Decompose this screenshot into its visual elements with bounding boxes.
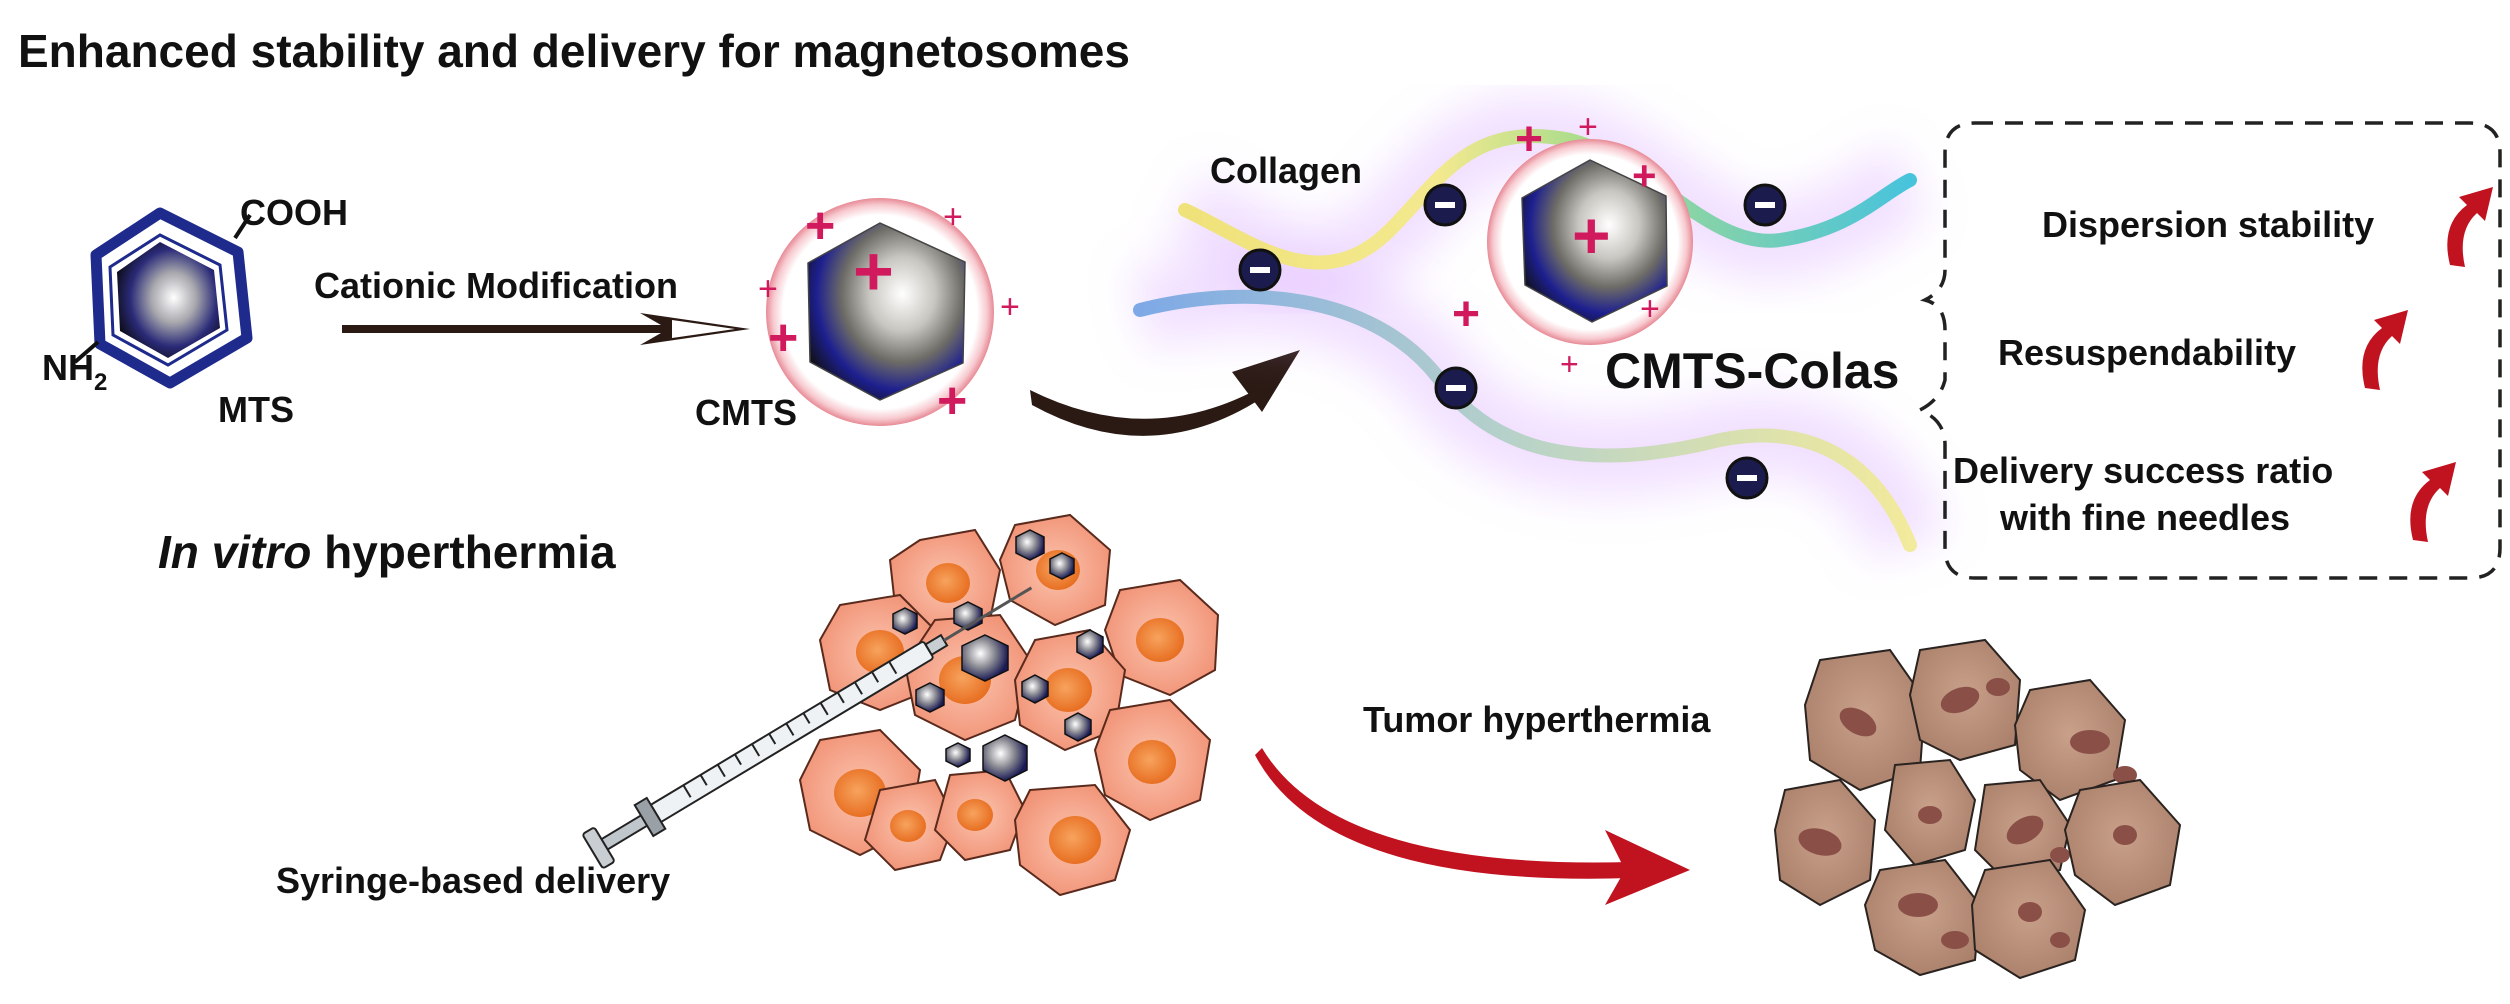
benefit-delivery-success-line2: with fine needles	[1999, 497, 2290, 538]
tumor-cell	[2013, 678, 2137, 802]
minus-badge	[1743, 183, 1787, 227]
benefit-dispersion-stability: Dispersion stability	[2042, 204, 2374, 245]
bead	[1049, 552, 1075, 580]
cmts-particle	[766, 198, 994, 426]
syringe-icon	[582, 586, 1033, 869]
plus-sign: +	[758, 270, 778, 308]
nh2-label: NH2	[42, 347, 107, 396]
collagen-label: Collagen	[1210, 150, 1362, 191]
cmts-to-colas-arrow	[1030, 350, 1300, 436]
minus-badge	[1725, 456, 1769, 500]
diagram-title: Enhanced stability and delivery for magn…	[18, 25, 1130, 77]
plus-sign: +	[1640, 290, 1660, 328]
tumor-cell	[1970, 858, 2087, 980]
bead	[1021, 674, 1049, 704]
tumor-cell	[1773, 778, 1877, 907]
cell	[1103, 578, 1220, 697]
bead	[1076, 629, 1104, 660]
cell-cluster	[798, 513, 1220, 897]
benefit-delivery-success-line1: Delivery success ratio	[1953, 450, 2333, 491]
bead	[892, 607, 918, 635]
magnetosome-beads	[892, 529, 1104, 782]
benefit-resuspendability: Resuspendability	[1998, 332, 2296, 373]
plus-sign: +	[768, 309, 798, 367]
up-arrow-icon	[2447, 187, 2493, 267]
cationic-modification-arrow	[342, 313, 750, 345]
plus-sign: +	[1515, 113, 1543, 166]
cell	[1013, 783, 1132, 897]
plus-sign: +	[943, 198, 963, 236]
tumor-cell	[1973, 778, 2072, 887]
plus-sign: +	[1452, 288, 1480, 341]
nh2-bond	[73, 340, 100, 364]
cationic-modification-label: Cationic Modification	[314, 265, 678, 306]
cmts-label: CMTS	[695, 392, 797, 433]
bead	[961, 634, 1009, 682]
colas-charges: + + + + + + +	[1452, 108, 1660, 382]
bead	[1064, 712, 1092, 742]
tumor-cell	[1863, 858, 1982, 977]
up-arrow-icons	[2362, 187, 2493, 542]
up-arrow-icon	[2410, 462, 2456, 542]
cell	[1093, 698, 1212, 822]
tumor-cell	[1803, 648, 1927, 792]
plus-sign: +	[805, 197, 835, 255]
bead	[945, 742, 971, 768]
negative-charges	[1238, 183, 1787, 500]
plus-sign: +	[937, 372, 967, 430]
cmts-charges: + + + + + + +	[758, 197, 1020, 430]
colas-particle	[1487, 139, 1693, 345]
tumor-arrow	[1255, 748, 1690, 905]
plus-sign: +	[1632, 152, 1657, 199]
minus-badge	[1238, 248, 1282, 292]
cooh-label: COOH	[240, 192, 348, 233]
bead	[1015, 529, 1045, 561]
tumor-cell	[2063, 778, 2182, 907]
up-arrow-icon	[2362, 310, 2408, 390]
mts-label: MTS	[218, 389, 294, 430]
plus-sign: +	[1000, 288, 1020, 326]
minus-badge	[1423, 183, 1467, 227]
plus-sign: +	[1560, 346, 1579, 382]
collagen-fibers	[1130, 96, 1948, 561]
mts-particle	[73, 207, 253, 389]
tumor-tissue	[1773, 638, 2182, 980]
syringe-label: Syringe-based delivery	[276, 860, 670, 901]
cell	[863, 778, 957, 872]
tumor-hyperthermia-label: Tumor hyperthermia	[1363, 699, 1711, 740]
cell	[1013, 628, 1127, 752]
bead	[915, 682, 945, 713]
plus-sign: +	[853, 232, 894, 310]
plus-sign: +	[1578, 108, 1598, 146]
cell	[933, 768, 1027, 862]
in-vitro-heading: In vitro hyperthermia	[158, 526, 616, 578]
cmts-colas-label: CMTS-Colas	[1605, 343, 1899, 399]
cooh-bond	[233, 213, 252, 240]
tumor-cell	[1908, 638, 2022, 762]
benefits-box	[1915, 121, 2502, 580]
bead	[982, 734, 1028, 782]
plus-sign: +	[1572, 198, 1611, 272]
minus-badge	[1434, 366, 1478, 410]
tumor-cell	[1883, 758, 1977, 867]
